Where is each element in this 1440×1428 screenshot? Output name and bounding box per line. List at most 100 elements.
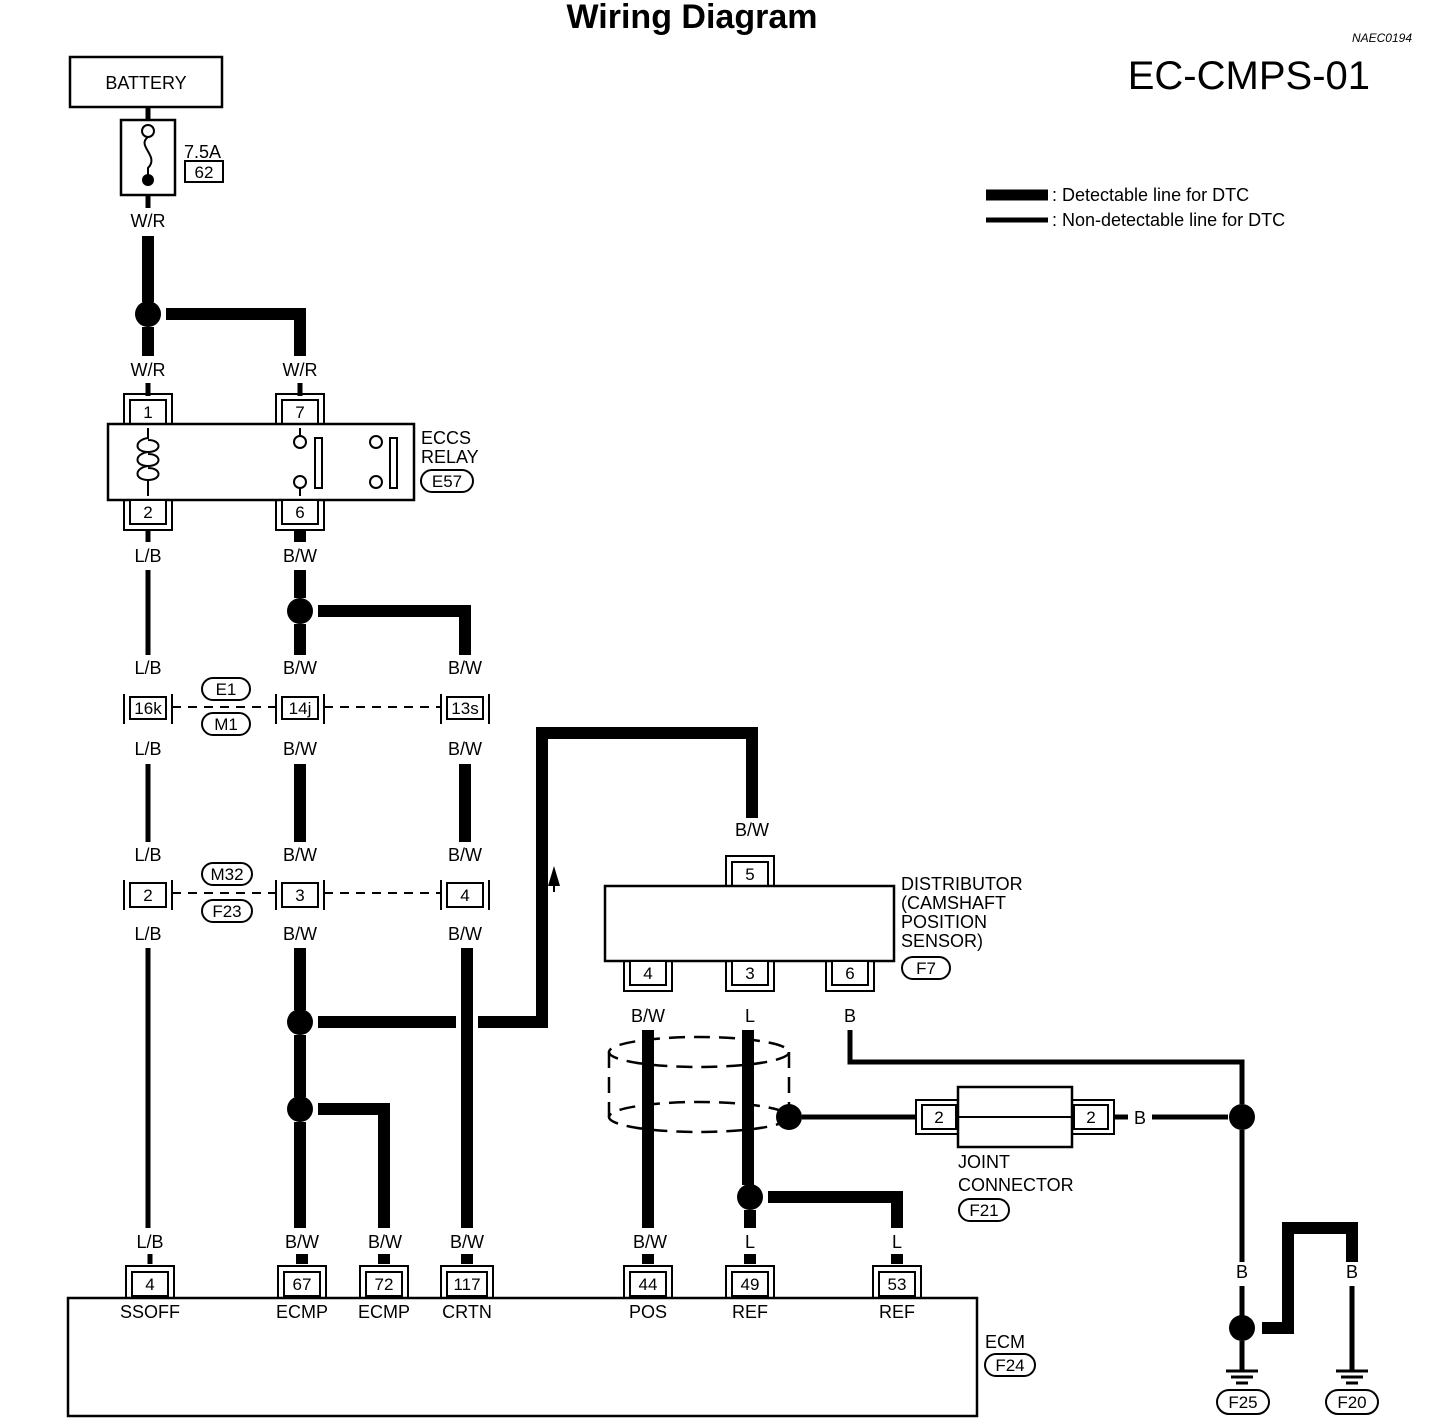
wire-label-lb-ecm: L/B [136, 1232, 163, 1252]
jc-pin-right-box [1073, 1104, 1109, 1130]
ecm-pin-44-label: POS [629, 1302, 667, 1322]
ecm-pin-44-box [629, 1271, 667, 1297]
dist-pin6-bracket [825, 961, 875, 992]
wire-label-bw-2: B/W [283, 658, 317, 678]
ecm-pin-53: 53 [872, 1254, 922, 1298]
h2-conn-top-oval [201, 862, 253, 886]
h2-conn-bottom: F23 [212, 902, 241, 921]
dist-pin3-box [731, 960, 769, 986]
wire-label-bw-ecm44: B/W [633, 1232, 667, 1252]
wire-label-bw-ecm67: B/W [285, 1232, 319, 1252]
harness-connector-m32-f23: 2 3 4 M32 F23 [123, 862, 490, 923]
ecm-pin-72: 72 [359, 1254, 409, 1298]
dist-name-line2: (CAMSHAFT [901, 893, 1006, 913]
splice-bw-upper [287, 598, 313, 624]
page-title: Wiring Diagram [567, 0, 818, 36]
battery: BATTERY [68, 55, 224, 109]
ground-f20-label: F20 [1337, 1393, 1366, 1412]
splice-ground [1229, 1315, 1255, 1341]
wire-label-b-3: B [1236, 1262, 1248, 1282]
relay-body [106, 422, 416, 502]
h1-conn-top-oval [201, 677, 251, 701]
h2-pin-2: 3 [295, 886, 304, 905]
ecm-pin-49-box [731, 1271, 769, 1297]
h1-pin-box-2 [281, 696, 319, 720]
shield-top [607, 1035, 791, 1069]
dist-connector-oval [901, 956, 951, 980]
wire-label-bw-5: B/W [448, 739, 482, 759]
ecm-pin-4-label: SSOFF [120, 1302, 180, 1322]
splice-bw-mid [287, 1009, 313, 1035]
distributor-body [603, 884, 896, 963]
ecm-pin-72-box [365, 1271, 403, 1297]
dist-pin3: 3 [745, 964, 754, 983]
wire-label-bw-7: B/W [448, 845, 482, 865]
relay-contact-6 [293, 475, 307, 489]
ecm-pin-53-label: REF [879, 1302, 915, 1322]
ecm-pin-72-num: 72 [375, 1275, 394, 1294]
h2-pin-1: 2 [143, 886, 152, 905]
jc-name-line1: JOINT [958, 1152, 1010, 1172]
h1-pin-box-1 [129, 696, 167, 720]
ecm-pin-49-num: 49 [741, 1275, 760, 1294]
h2-pin-3: 4 [460, 886, 469, 905]
relay-pin1: 1 [143, 403, 152, 422]
relay-name-line1: ECCS [421, 428, 471, 448]
dist-pin4-box [629, 960, 667, 986]
ground-f25-oval [1216, 1389, 1270, 1415]
relay-contact-b [369, 475, 383, 489]
ecm-pin-67-num: 67 [293, 1275, 312, 1294]
wire-label-lb-3: L/B [134, 739, 161, 759]
ecm: 4 67 72 117 44 [66, 1254, 1036, 1418]
ecm-pin-4: 4 [125, 1254, 175, 1298]
splice-shield [776, 1104, 802, 1130]
wire-label-bw-4: B/W [283, 739, 317, 759]
ground-f20-oval [1325, 1389, 1379, 1415]
h2-pin-box-1 [129, 882, 167, 908]
jc-pin-left-box [921, 1104, 957, 1130]
legend: : Detectable line for DTC : Non-detectab… [986, 185, 1285, 230]
h1-pin-box-3 [446, 696, 484, 720]
h1-pin-1: 16k [134, 699, 162, 718]
relay-pin7: 7 [295, 403, 304, 422]
ecm-pin-72-label: ECMP [358, 1302, 410, 1322]
ecm-pin-117-label: CRTN [442, 1302, 492, 1322]
battery-label: BATTERY [105, 73, 186, 93]
dist-pin4-bracket [623, 961, 673, 992]
h2-pin-box-2 [281, 882, 319, 908]
wire-label-lb-5: L/B [134, 924, 161, 944]
wire-label-wr-1: W/R [131, 360, 166, 380]
fuse-number-box [184, 160, 224, 183]
ecm-body [66, 1296, 979, 1418]
ecm-name: ECM [985, 1332, 1025, 1352]
relay-connector: E57 [432, 472, 462, 491]
dist-pin4: 4 [643, 964, 652, 983]
h2-conn-top: M32 [210, 865, 243, 884]
splice-b-right [1229, 1104, 1255, 1130]
h2-conn-bottom-oval [201, 899, 253, 923]
fuse-terminal-top [141, 124, 155, 138]
relay-coil [136, 428, 160, 496]
shield-bottom [607, 1100, 791, 1134]
relay-pin6-box [281, 499, 319, 525]
harness-connector-e1-m1: 16k 14j 13s E1 M1 [123, 677, 490, 736]
dist-name-line1: DISTRIBUTOR [901, 874, 1023, 894]
ecm-pin-44-bracket [623, 1265, 673, 1298]
ecm-pin-44-num: 44 [639, 1275, 658, 1294]
dist-pin5-bracket [725, 855, 775, 886]
dist-name-line4: SENSOR) [901, 931, 983, 951]
relay-pin6: 6 [295, 503, 304, 522]
h1-conn-bottom-oval [201, 712, 251, 736]
ecm-pin-53-bracket [872, 1265, 922, 1298]
ecm-pin-4-bracket [125, 1265, 175, 1298]
fuse: 7.5A 62 [119, 118, 224, 197]
ecm-connector: F24 [995, 1356, 1024, 1375]
wire-label-l-ecm49: L [745, 1232, 755, 1252]
legend-non-detectable: : Non-detectable line for DTC [1052, 210, 1285, 230]
jc-pin-right: 2 [1086, 1108, 1095, 1127]
h2-pin-box-3 [446, 882, 484, 908]
relay-switch-blade-2 [389, 437, 398, 489]
h1-conn-top: E1 [216, 680, 237, 699]
relay-pin2-box [129, 499, 167, 525]
relay-pin1-box [129, 399, 167, 425]
